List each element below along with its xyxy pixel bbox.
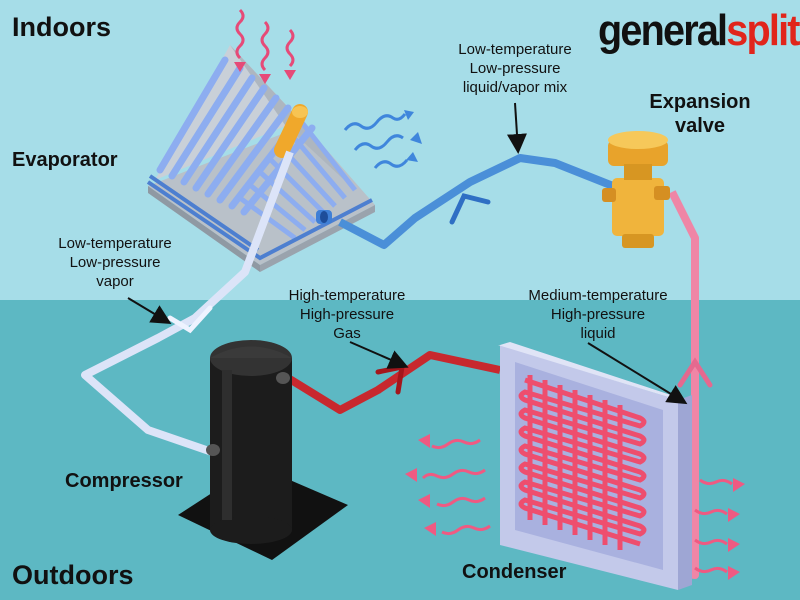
cold-liquid-pipe: [338, 154, 620, 249]
leader-after-condenser: [587, 342, 688, 405]
cool-air-arrows: [343, 113, 409, 169]
state-after-compressor-line2: High-pressure: [299, 306, 395, 323]
leader-after-evaporator: [127, 297, 172, 325]
state-after-compressor-line1: High-temperature: [288, 287, 406, 304]
state-after-valve: Low-temperature Low-pressure liquid/vapo…: [430, 40, 600, 97]
state-after-evaporator-line1: Low-temperature: [58, 235, 172, 252]
compressor-label: Compressor: [65, 470, 183, 492]
leader-after-valve: [507, 102, 527, 154]
brand-logo-part1: general: [598, 6, 728, 55]
flow-arrow-blue: [449, 193, 491, 225]
vapor-pipe: [81, 150, 294, 456]
leader-after-compressor: [349, 341, 409, 369]
expansion-valve-label: Expansion valve: [630, 90, 770, 138]
compressor: [178, 340, 348, 560]
state-after-condenser: Medium-temperature High-pressure liquid: [498, 286, 698, 343]
state-after-valve-line3: liquid/vapor mix: [462, 79, 568, 96]
state-after-evaporator-line3: vapor: [96, 273, 134, 290]
flow-arrow-white: [167, 305, 213, 334]
state-after-valve-line2: Low-pressure: [469, 60, 561, 77]
expansion-valve-label-line1: Expansion: [649, 91, 751, 113]
state-after-condenser-line2: High-pressure: [550, 306, 646, 323]
condenser-label: Condenser: [462, 561, 567, 583]
heat-absorbed-arrows: [235, 8, 295, 72]
condenser: [498, 342, 692, 590]
evaporator-label: Evaporator: [12, 149, 118, 171]
state-after-compressor-line3: Gas: [333, 325, 361, 342]
state-after-evaporator: Low-temperature Low-pressure vapor: [30, 234, 200, 291]
brand-logo: generalsplit: [598, 6, 800, 56]
hot-gas-pipe: [285, 351, 501, 414]
indoors-label: Indoors: [12, 12, 111, 42]
state-after-valve-line1: Low-temperature: [458, 41, 572, 58]
state-after-condenser-line1: Medium-temperature: [528, 287, 668, 304]
state-after-compressor: High-temperature High-pressure Gas: [262, 286, 432, 343]
state-after-evaporator-line2: Low-pressure: [69, 254, 161, 271]
brand-logo-part2: split: [726, 6, 800, 55]
expansion-valve: [602, 131, 670, 248]
evaporator-unit: [146, 45, 375, 272]
outdoors-label: Outdoors: [12, 560, 134, 590]
heat-released-arrows: [421, 438, 733, 574]
expansion-valve-label-line2: valve: [674, 115, 726, 137]
state-after-condenser-line3: liquid: [580, 325, 616, 342]
flow-arrow-pink: [677, 357, 713, 388]
